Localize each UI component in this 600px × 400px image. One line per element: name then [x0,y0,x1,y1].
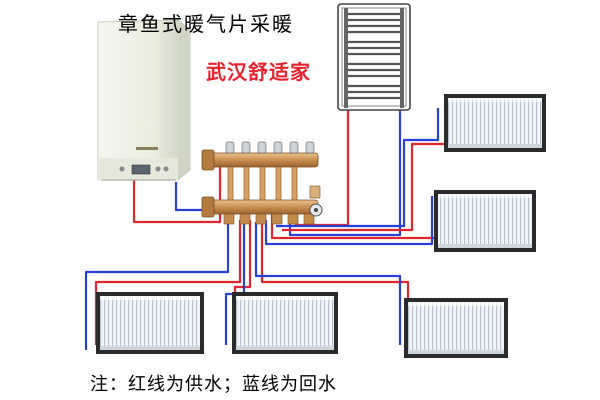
legend-note: 注：红线为供水；蓝线为回水 [90,374,337,395]
panel-radiator-top-right [444,94,546,152]
return-pipe [254,222,402,345]
return-pipe [276,108,440,228]
return-pipe [84,222,230,350]
panel-radiator-bottom-left [96,292,204,354]
supply-pipe [132,162,222,224]
towel-radiator [337,3,411,111]
manifold [201,141,323,225]
supply-pipe [233,220,252,300]
panel-radiator-bottom-right [404,298,508,358]
return-pipe [264,196,434,246]
brand-watermark: 武汉舒适家 [206,60,311,84]
panel-radiator-middle-right [434,190,536,252]
gas-boiler [97,19,191,181]
panel-radiator-bottom-middle [232,292,338,354]
supply-pipe [260,220,410,300]
diagram-title: 章鱼式暖气片采暖 [118,12,294,36]
